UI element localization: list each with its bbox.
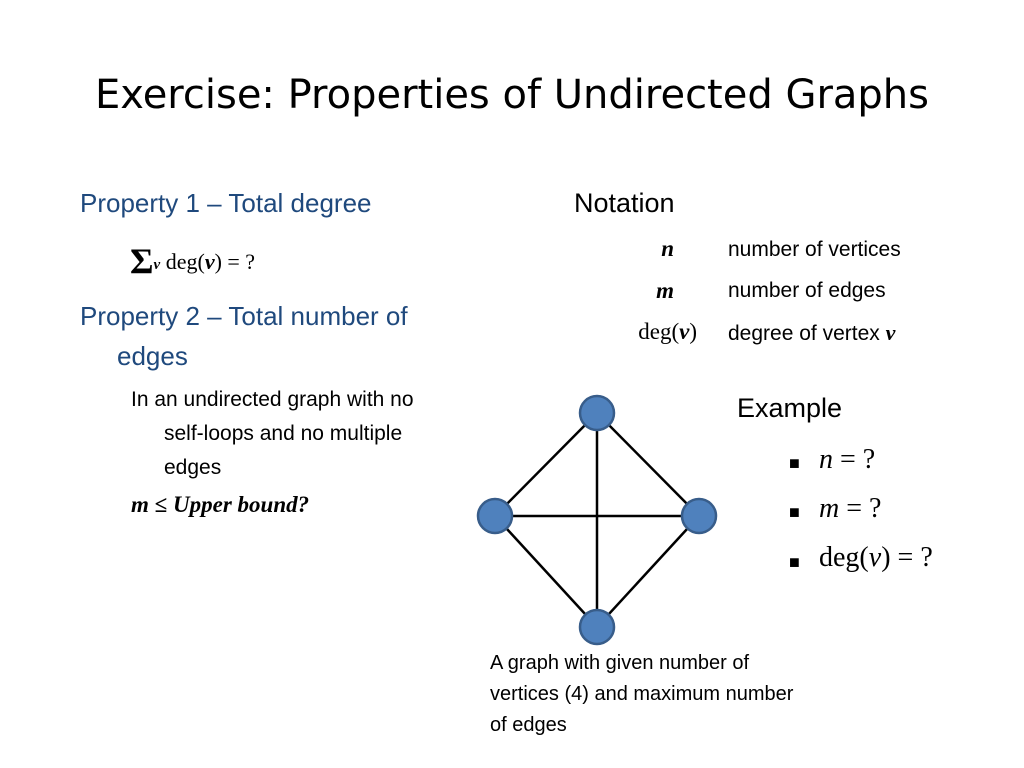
- bound-m: m: [131, 492, 149, 517]
- sigma-symbol: Σ: [130, 241, 154, 281]
- example-bullet-1: ■: [789, 453, 800, 473]
- deg-open: deg(: [638, 319, 680, 344]
- slide-title: Exercise: Properties of Undirected Graph…: [94, 72, 929, 118]
- deg-var: v: [679, 319, 690, 344]
- formula-var: v: [204, 249, 215, 274]
- edge-left-bottom: [494, 515, 598, 628]
- deg-desc-text: degree of vertex: [728, 322, 880, 345]
- vertex-right: [680, 497, 718, 535]
- property-2-line-2: edges: [117, 341, 188, 371]
- graph-caption: A graph with given number of vertices (4…: [490, 648, 870, 741]
- item-m-rest: = ?: [839, 493, 882, 524]
- property-2-line-1: Property 2 – Total number of: [80, 301, 408, 331]
- formula-deg-close: ) = ?: [214, 249, 256, 274]
- edge-top-left: [494, 412, 598, 517]
- notation-desc-n: number of vertices: [728, 238, 901, 261]
- deg-desc-var: v: [885, 320, 896, 345]
- bound-text: Upper bound?: [173, 492, 310, 517]
- condition-line-1: In an undirected graph with no: [131, 388, 414, 411]
- notation-desc-m: number of edges: [728, 279, 886, 302]
- vertex-bottom: [578, 608, 616, 646]
- caption-line-3: of edges: [490, 714, 567, 736]
- item-n-var: n: [819, 444, 833, 475]
- item-deg-rest: ) = ?: [881, 542, 933, 573]
- total-degree-formula: Σv deg(v) = ?: [130, 240, 255, 282]
- vertex-left: [476, 497, 514, 535]
- caption-line-2: vertices (4) and maximum number: [490, 683, 794, 705]
- property-2-condition: In an undirected graph with no self-loop…: [131, 383, 491, 485]
- notation-symbol-deg: deg(v): [547, 319, 697, 345]
- example-item-n: n = ?: [819, 444, 875, 476]
- notation-heading: Notation: [574, 188, 675, 218]
- formula-deg-open: deg(: [165, 249, 205, 274]
- graph-vertices: [476, 394, 718, 646]
- example-bullet-3: ■: [789, 552, 800, 572]
- notation-symbol-n: n: [661, 236, 674, 261]
- notation-desc-deg: degree of vertex v: [728, 320, 895, 346]
- property-1-heading: Property 1 – Total degree: [80, 188, 372, 218]
- item-n-rest: = ?: [833, 444, 876, 475]
- property-2-heading: Property 2 – Total number of edges: [80, 296, 500, 376]
- condition-line-3: edges: [164, 456, 222, 479]
- deg-close: ): [689, 319, 697, 344]
- example-heading: Example: [737, 393, 843, 423]
- item-deg-var: v: [868, 542, 882, 573]
- item-deg-prefix: deg(: [819, 542, 869, 573]
- caption-line-1: A graph with given number of: [490, 652, 750, 674]
- edge-right-bottom: [596, 515, 700, 628]
- bound-leq: ≤: [154, 492, 168, 517]
- complete-graph-k4: [476, 394, 718, 646]
- example-bullet-2: ■: [789, 502, 800, 522]
- example-item-deg: deg(v) = ?: [819, 542, 933, 574]
- edge-top-right: [596, 412, 700, 517]
- notation-symbol-m: m: [656, 278, 674, 303]
- vertex-top: [578, 394, 616, 432]
- graph-edges: [494, 412, 700, 628]
- example-item-m: m = ?: [819, 493, 881, 525]
- edge-upper-bound: m ≤ Upper bound?: [131, 492, 309, 518]
- item-m-var: m: [819, 493, 840, 524]
- sigma-subscript: v: [153, 257, 161, 273]
- condition-line-2: self-loops and no multiple: [164, 422, 403, 445]
